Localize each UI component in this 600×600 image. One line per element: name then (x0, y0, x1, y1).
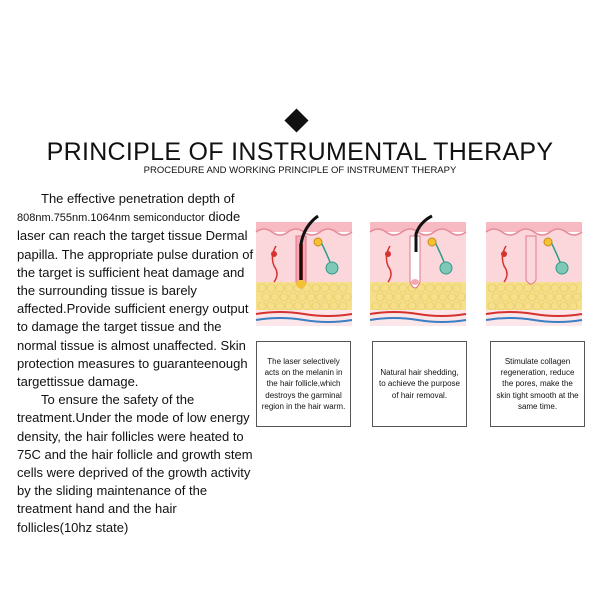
vein (485, 317, 583, 323)
vein (369, 317, 467, 323)
paragraph-1-rest: diode laser can reach the target tissue … (17, 209, 254, 390)
closed-follicle (525, 235, 537, 285)
skin-diagram-hair-shedding (369, 214, 467, 334)
skin-diagram-laser-absorption (255, 214, 353, 334)
caption-collagen: Stimulate collagen regeneration, reduce … (490, 341, 585, 427)
description-text: The effective penetration depth of 808nm.… (17, 190, 255, 535)
page-subtitle: PROCEDURE AND WORKING PRINCIPLE OF INSTR… (143, 165, 457, 176)
fat-layer (486, 282, 582, 310)
page-title: PRINCIPLE OF INSTRUMENTAL THERAPY (46, 138, 554, 166)
caption-laser-absorption: The laser selectively acts on the melani… (256, 341, 351, 427)
diamond-bullet-icon (284, 108, 309, 133)
hair-shaft (299, 214, 319, 280)
wavelengths-text: 808nm.755nm.1064nm semiconductor (17, 212, 205, 225)
artery (485, 311, 583, 317)
paragraph-1-lead: The effective penetration depth of (41, 191, 235, 206)
artery (369, 311, 467, 317)
vein (255, 317, 353, 323)
paragraph-1: The effective penetration depth of 808nm.… (17, 190, 255, 391)
shedding-hair (414, 214, 433, 252)
hair-bulb (296, 280, 306, 288)
paragraph-2-text: To ensure the safety of the treatment.Un… (17, 392, 253, 535)
caption-hair-shedding: Natural hair shedding, to achieve the pu… (372, 341, 467, 427)
paragraph-2: To ensure the safety of the treatment.Un… (17, 391, 255, 537)
skin-diagram-collagen (485, 216, 583, 334)
fat-layer (370, 282, 466, 310)
artery (255, 311, 353, 317)
